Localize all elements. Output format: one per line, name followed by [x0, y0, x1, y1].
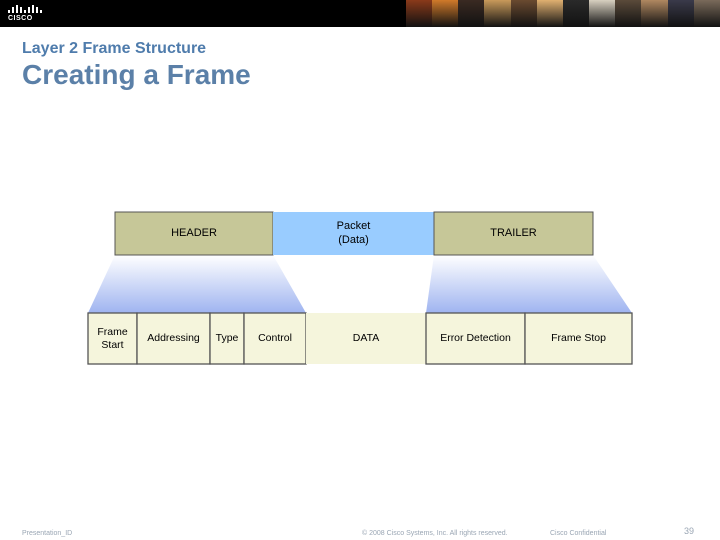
- header-projection: [88, 255, 306, 313]
- banner-photo-strip: [406, 0, 720, 27]
- trailer-projection: [426, 255, 632, 313]
- field-frame-start: Frame Start: [88, 313, 137, 364]
- cisco-bars-icon: [8, 5, 42, 13]
- banner-photo: [667, 0, 694, 27]
- trailer-box-shape: [433, 211, 594, 256]
- field-data-shape: [306, 313, 426, 364]
- field-data: DATA: [352, 332, 380, 345]
- banner-photo: [589, 0, 616, 27]
- footer-presentation-id: Presentation_ID: [22, 530, 73, 537]
- banner-photo: [484, 0, 511, 27]
- field-type: Type: [215, 332, 239, 345]
- banner-photo: [693, 0, 720, 27]
- packet-label-line1: Packet: [336, 220, 371, 233]
- field-addressing: Addressing: [147, 332, 200, 345]
- packet-label-line2: (Data): [338, 233, 369, 246]
- field-control-shape: [243, 312, 307, 365]
- banner-photo: [562, 0, 590, 27]
- field-frame-stop: Frame Stop: [551, 332, 606, 345]
- page-number: 39: [684, 526, 695, 536]
- field-frame-start-line1: Frame: [97, 325, 128, 338]
- slide-title: Creating a Frame: [22, 59, 251, 90]
- field-frame-start-shape: [87, 312, 138, 365]
- field-error-detection-shape: [425, 312, 526, 365]
- banner-photo: [406, 0, 433, 27]
- field-error-detection: Error Detection: [440, 332, 511, 345]
- footer-copyright: © 2008 Cisco Systems, Inc. All rights re…: [362, 530, 508, 537]
- cisco-wordmark: CISCO: [8, 15, 33, 22]
- header-label: HEADER: [171, 226, 217, 239]
- banner-photo: [510, 0, 537, 27]
- banner-photo: [536, 0, 563, 27]
- top-banner: CISCO: [0, 0, 720, 27]
- field-type-shape: [209, 312, 245, 365]
- footer-confidential: Cisco Confidential: [550, 530, 607, 537]
- field-control: Control: [258, 332, 292, 345]
- banner-photo: [641, 0, 668, 27]
- cisco-logo: CISCO: [8, 5, 42, 23]
- packet-label: Packet (Data): [273, 212, 434, 255]
- banner-photo: [432, 0, 459, 27]
- packet-box-shape: [273, 212, 434, 255]
- field-frame-start-line2: Start: [101, 338, 124, 351]
- field-addressing-shape: [136, 312, 211, 365]
- slide-subtitle: Layer 2 Frame Structure: [22, 40, 207, 57]
- banner-photo: [458, 0, 485, 27]
- field-frame-stop-shape: [524, 312, 633, 365]
- banner-photo: [615, 0, 642, 27]
- trailer-label: TRAILER: [490, 226, 537, 239]
